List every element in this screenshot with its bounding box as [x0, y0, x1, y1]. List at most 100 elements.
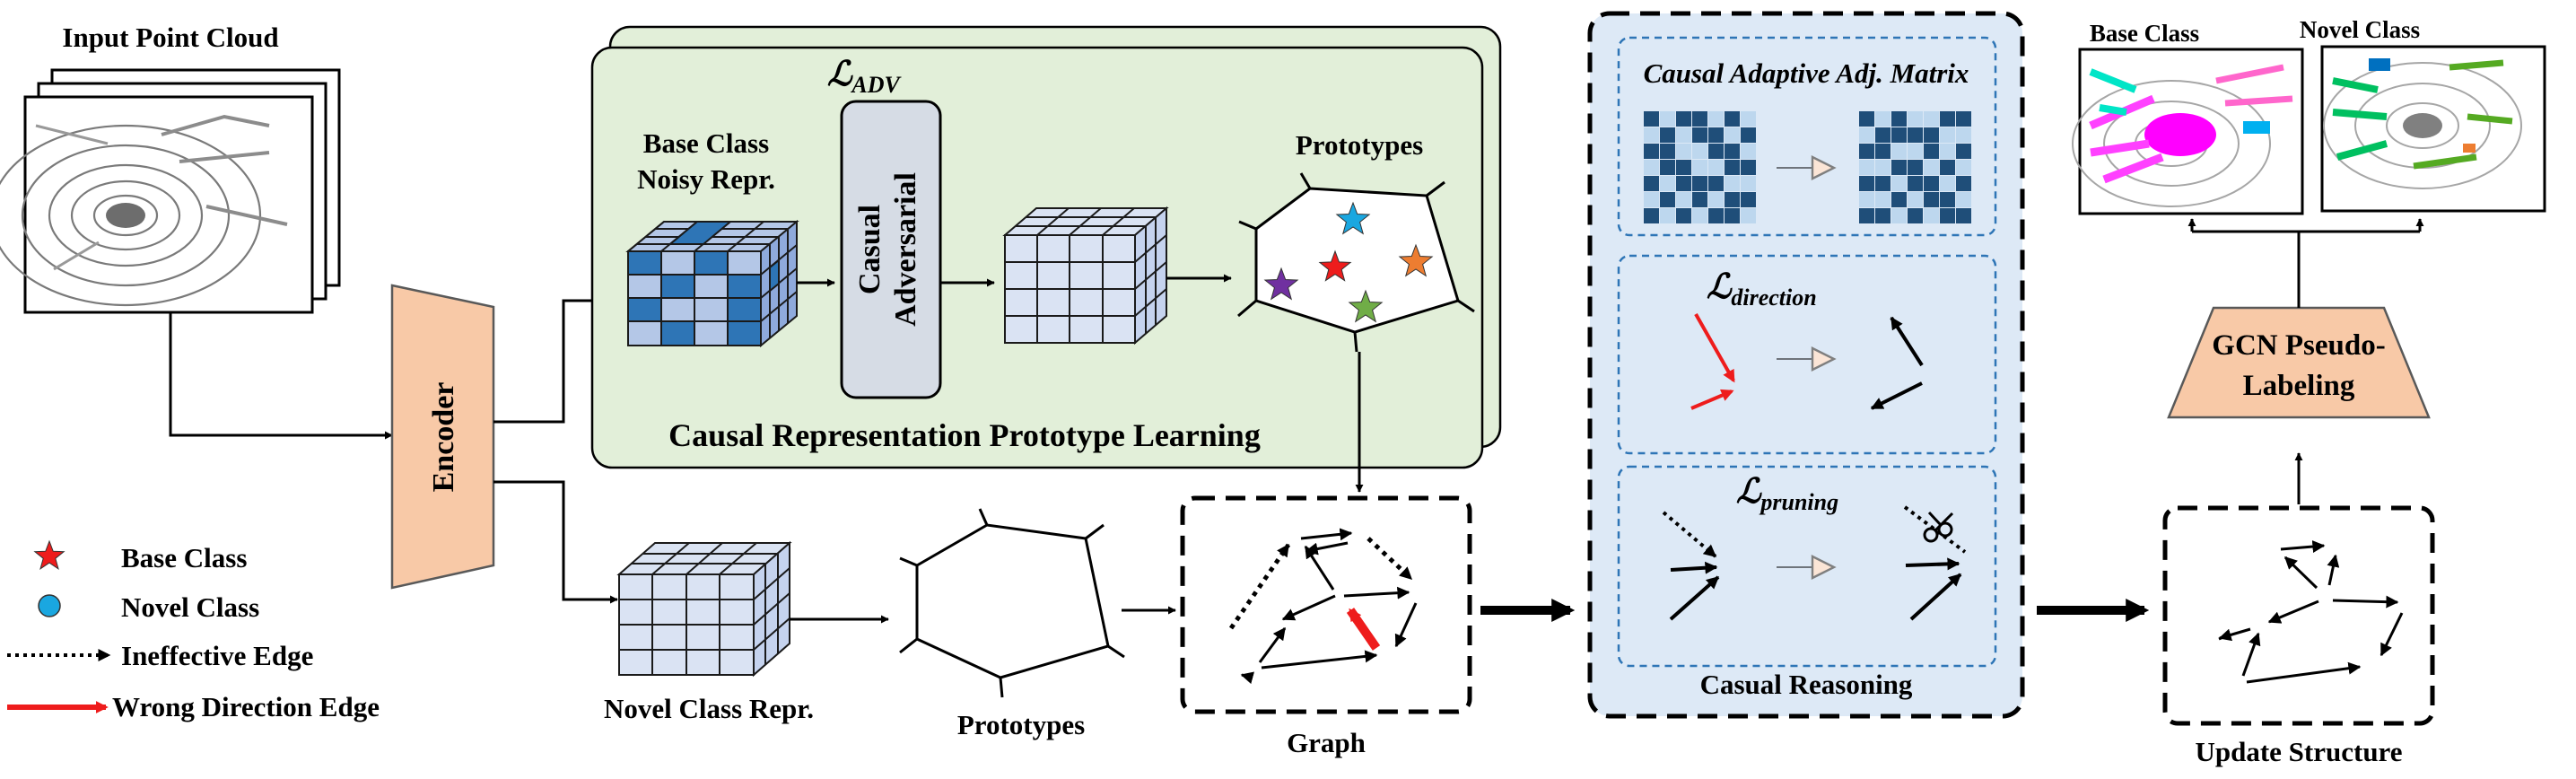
matrix-cell — [1956, 176, 1971, 191]
legend: Base Class Novel Class Ineffective Edge … — [7, 542, 380, 722]
prototype-star-orange — [1398, 243, 1434, 277]
matrix-cell — [1741, 160, 1756, 175]
matrix-cell — [1956, 111, 1971, 127]
matrix-cell — [1875, 176, 1891, 191]
matrix-cell — [1956, 127, 1971, 143]
matrix-cell — [1725, 160, 1740, 175]
legend-wrong-direction-edge: Wrong Direction Edge — [112, 691, 380, 722]
matrix-cell — [1708, 127, 1724, 143]
casual-reasoning-panel: Casual Reasoning Causal Adaptive Adj. Ma… — [1587, 11, 2025, 719]
output-novel-label: Novel Class — [2300, 16, 2420, 43]
matrix-cell — [1875, 144, 1891, 159]
matrix-cell — [1859, 208, 1874, 223]
crpl-title: Causal Representation Prototype Learning — [668, 417, 1261, 453]
matrix-cell — [1940, 192, 1955, 207]
matrix-cell — [1924, 176, 1939, 191]
adj-matrix-title: Causal Adaptive Adj. Matrix — [1644, 57, 1969, 89]
matrix-cell — [1908, 160, 1923, 175]
base-noisy-cube — [625, 219, 799, 348]
base-repr-line2: Noisy Repr. — [637, 163, 775, 195]
matrix-cell — [1644, 208, 1659, 223]
novel-class-repr-cube — [616, 540, 792, 678]
matrix-cell — [1741, 176, 1756, 191]
matrix-cell — [1875, 208, 1891, 223]
matrix-cell — [1908, 127, 1923, 143]
matrix-cell — [1924, 111, 1939, 127]
matrix-cell — [1708, 208, 1724, 223]
clean-representation-cube — [1002, 206, 1169, 346]
encoder-block: Encoder — [390, 284, 495, 590]
loss-pruning-label: ℒpruning — [1736, 473, 1838, 515]
adj-matrix-before — [1644, 111, 1756, 223]
matrix-cell — [1692, 176, 1707, 191]
causal-representation-panel: Causal Representation Prototype Learning… — [590, 25, 1502, 469]
matrix-cell — [1924, 160, 1939, 175]
reasoning-title: Casual Reasoning — [1700, 669, 1913, 700]
base-segmentation-image — [2072, 64, 2293, 207]
matrix-cell — [1676, 192, 1691, 207]
matrix-cell — [1908, 176, 1923, 191]
matrix-cell — [1940, 176, 1955, 191]
matrix-cell — [1859, 127, 1874, 143]
matrix-cell — [1725, 144, 1740, 159]
matrix-cell — [1908, 208, 1923, 223]
prototype-star-red — [1318, 249, 1352, 282]
legend-base-class: Base Class — [121, 542, 247, 573]
matrix-cell — [1875, 160, 1891, 175]
novel-repr-label: Novel Class Repr. — [604, 693, 814, 724]
adj-matrix-after — [1859, 111, 1971, 223]
matrix-cell — [1725, 176, 1740, 191]
prototype-star-green — [1348, 289, 1384, 323]
prototype-star-purple — [1263, 267, 1299, 301]
matrix-cell — [1644, 192, 1659, 207]
matrix-cell — [1676, 208, 1691, 223]
loss-direction-label: ℒdirection — [1707, 268, 1817, 311]
adversarial-line2: Adversarial — [889, 172, 922, 327]
novel-segmentation-image — [2323, 58, 2522, 189]
graph-box: Graph — [1180, 495, 1472, 758]
matrix-cell — [1875, 127, 1891, 143]
matrix-cell — [1725, 192, 1740, 207]
matrix-cell — [1692, 192, 1707, 207]
matrix-cell — [1741, 192, 1756, 207]
matrix-cell — [1692, 144, 1707, 159]
matrix-cell — [1940, 144, 1955, 159]
matrix-cell — [1676, 176, 1691, 191]
matrix-cell — [1859, 192, 1874, 207]
matrix-cell — [1660, 111, 1675, 127]
matrix-cell — [1725, 127, 1740, 143]
matrix-cell — [1859, 176, 1874, 191]
input-point-cloud: Input Point Cloud — [0, 22, 341, 314]
legend-base-star-icon — [33, 539, 65, 570]
legend-novel-dot-icon — [38, 594, 61, 617]
matrix-cell — [1891, 160, 1907, 175]
matrix-cell — [1741, 127, 1756, 143]
gcn-line2: Labeling — [2243, 370, 2355, 402]
matrix-cell — [1660, 192, 1675, 207]
matrix-cell — [1676, 111, 1691, 127]
matrix-cell — [1708, 144, 1724, 159]
novel-prototypes — [899, 508, 1125, 698]
matrix-cell — [1708, 160, 1724, 175]
matrix-cell — [1924, 192, 1939, 207]
base-class-output: Base Class — [2072, 20, 2304, 215]
matrix-cell — [1741, 208, 1756, 223]
matrix-cell — [1741, 111, 1756, 127]
matrix-cell — [1741, 144, 1756, 159]
prototype-star-blue — [1335, 201, 1371, 235]
matrix-cell — [1708, 111, 1724, 127]
matrix-cell — [1676, 160, 1691, 175]
update-structure-box: Update Structure — [2162, 505, 2435, 767]
matrix-cell — [1956, 208, 1971, 223]
matrix-cell — [1692, 127, 1707, 143]
matrix-cell — [1660, 176, 1675, 191]
matrix-cell — [1940, 160, 1955, 175]
matrix-cell — [1908, 192, 1923, 207]
matrix-cell — [1725, 208, 1740, 223]
matrix-cell — [1676, 144, 1691, 159]
matrix-cell — [1660, 144, 1675, 159]
matrix-cell — [1644, 144, 1659, 159]
point-cloud-image — [0, 99, 310, 311]
matrix-cell — [1908, 144, 1923, 159]
matrix-cell — [1859, 144, 1874, 159]
